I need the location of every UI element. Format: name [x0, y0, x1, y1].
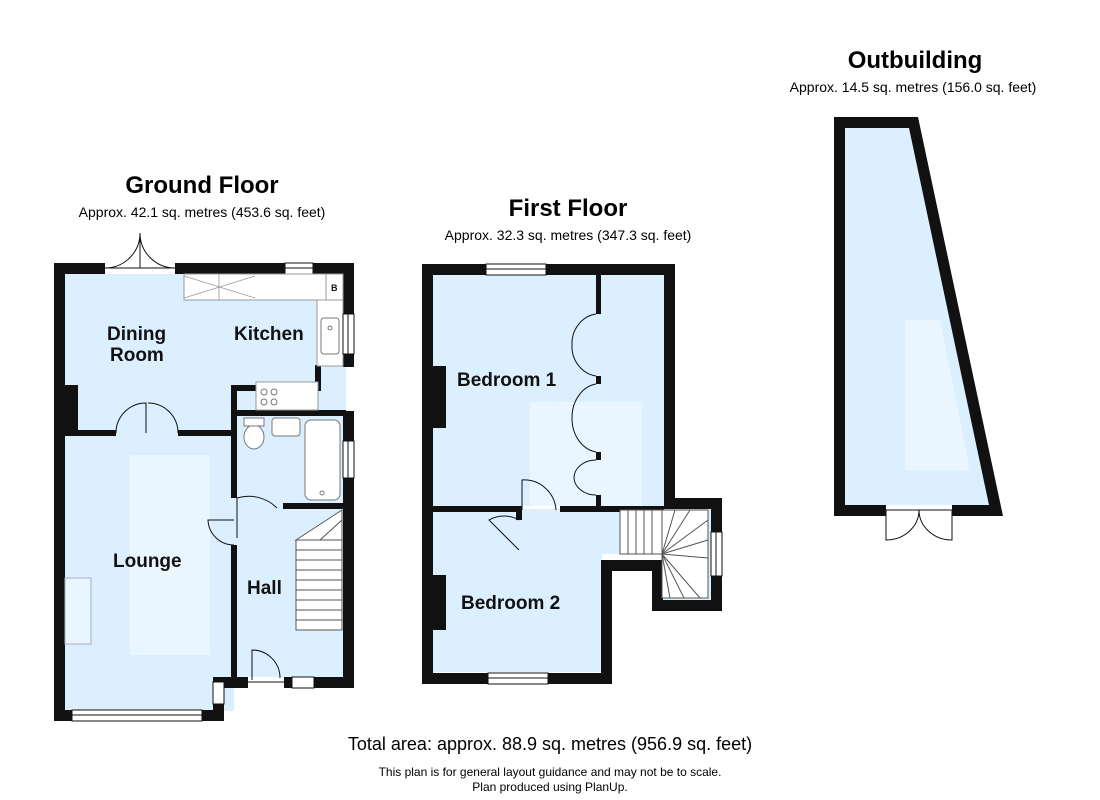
- outbuilding-highlight: [905, 320, 970, 470]
- wall: [54, 263, 65, 721]
- wall: [560, 506, 664, 512]
- staircase: [294, 509, 343, 631]
- floor-plan: B: [54, 117, 1003, 722]
- wardrobe-doors: [571, 313, 597, 496]
- chimney-breast: [432, 575, 446, 630]
- chimney-breast: [432, 366, 446, 428]
- first-floor-title: First Floor: [508, 195, 628, 222]
- wall: [343, 411, 354, 441]
- bedroom1-highlight: [530, 402, 642, 506]
- sink: [320, 317, 340, 355]
- wall: [231, 385, 237, 498]
- basin: [271, 417, 301, 437]
- wall: [422, 264, 433, 684]
- wall: [315, 365, 321, 391]
- bath: [304, 419, 341, 501]
- door-swing: [251, 649, 281, 680]
- door-swing: [207, 519, 235, 546]
- wall: [516, 506, 522, 520]
- wall: [652, 600, 722, 611]
- wall: [596, 376, 601, 384]
- french-door: [115, 402, 147, 434]
- lounge-label: Lounge: [113, 551, 182, 572]
- first-floor-area: Approx. 32.3 sq. metres (347.3 sq. feet): [444, 227, 692, 243]
- kitchen-counter: [183, 273, 330, 301]
- wall: [596, 452, 601, 460]
- wall: [664, 264, 675, 509]
- wall: [596, 495, 601, 507]
- wall: [652, 560, 663, 610]
- wall: [601, 560, 612, 684]
- wall: [231, 545, 237, 680]
- outbuilding-area: Approx. 14.5 sq. metres (156.0 sq. feet): [789, 79, 1037, 95]
- dining-room-label-2: Room: [110, 345, 164, 366]
- boiler-label: B: [331, 283, 338, 293]
- toilet: [243, 424, 265, 450]
- wall: [422, 264, 675, 275]
- wall: [343, 478, 354, 688]
- fireplace: [64, 577, 92, 645]
- ground-floor-plan: B: [54, 232, 355, 722]
- first-floor-plan: Bedroom 1 Bedroom 2: [422, 263, 723, 685]
- bedroom1-label: Bedroom 1: [457, 370, 557, 391]
- ground-floor-title: Ground Floor: [125, 172, 279, 199]
- wall: [224, 677, 354, 688]
- french-door: [885, 509, 920, 541]
- wall: [596, 274, 601, 314]
- wall: [432, 506, 522, 512]
- wall: [231, 410, 346, 416]
- door-swing: [521, 479, 557, 511]
- lounge-highlight: [130, 455, 210, 655]
- total-area: Total area: approx. 88.9 sq. metres (956…: [347, 734, 753, 754]
- wall: [664, 498, 722, 509]
- boiler: [325, 273, 344, 301]
- wall: [64, 430, 116, 436]
- wall: [601, 560, 661, 571]
- window: [291, 676, 315, 689]
- hall-label: Hall: [247, 578, 282, 599]
- wall: [178, 430, 234, 436]
- wall: [283, 503, 346, 509]
- ground-floor-area: Approx. 42.1 sq. metres (453.6 sq. feet): [78, 204, 326, 220]
- outbuilding-title: Outbuilding: [847, 47, 983, 74]
- kitchen-counter: [255, 381, 319, 411]
- kitchen-label: Kitchen: [234, 324, 304, 345]
- disclaimer: This plan is for general layout guidance…: [378, 765, 722, 779]
- bedroom2-label: Bedroom 2: [461, 593, 560, 614]
- french-door: [147, 402, 179, 434]
- hob: [260, 388, 278, 406]
- window: [212, 681, 225, 705]
- staircase: [619, 509, 709, 599]
- credit: Plan produced using PlanUp.: [472, 780, 628, 794]
- chimney-breast: [64, 385, 78, 430]
- door-swing: [488, 515, 520, 551]
- door-swing: [236, 495, 278, 509]
- wall: [54, 263, 354, 274]
- french-door: [139, 232, 176, 269]
- french-door: [104, 232, 141, 269]
- outbuilding-plan: [834, 117, 1003, 541]
- french-door: [918, 509, 953, 541]
- dining-room-label-1: Dining: [107, 324, 166, 345]
